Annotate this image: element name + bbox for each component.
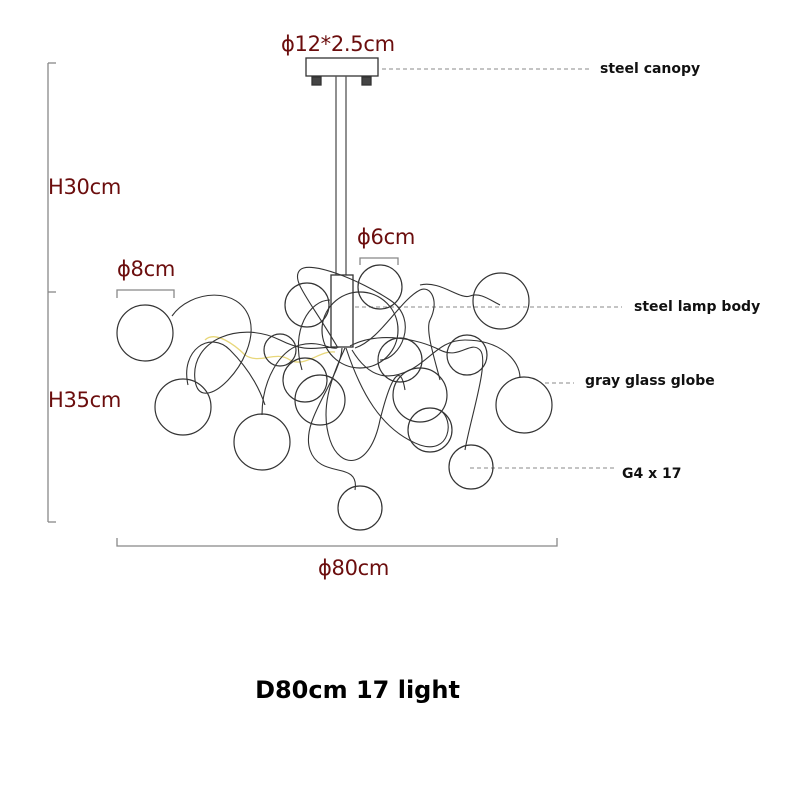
width-dimension-bar xyxy=(116,538,558,547)
globe xyxy=(407,407,453,453)
steel-canopy-label: steel canopy xyxy=(600,61,701,77)
overall-diameter-dimension: ϕ80cm xyxy=(318,556,390,580)
globe xyxy=(282,357,328,403)
globe xyxy=(377,337,423,383)
globe xyxy=(233,413,291,471)
large-globe-dimension: ϕ8cm xyxy=(117,257,176,281)
globe xyxy=(154,378,212,436)
globe xyxy=(472,272,530,330)
globe xyxy=(337,485,383,531)
globe xyxy=(263,333,297,367)
globe-size-brackets xyxy=(116,257,399,298)
bulb-count-label: G4 x 17 xyxy=(622,466,682,482)
small-globe-dimension: ϕ6cm xyxy=(357,225,416,249)
globes xyxy=(116,264,553,531)
globe xyxy=(495,376,553,434)
callout-leaders xyxy=(355,68,622,469)
wire-highlight xyxy=(204,336,336,363)
globe xyxy=(446,334,488,376)
height-dimension-bar xyxy=(47,62,56,523)
globe xyxy=(284,282,330,328)
globe xyxy=(321,291,399,369)
globe xyxy=(294,374,346,426)
steel-lamp-body-label: steel lamp body xyxy=(634,299,761,315)
canopy-dimension: ϕ12*2.5cm xyxy=(281,32,395,56)
canopy xyxy=(305,57,379,86)
globe xyxy=(116,304,174,362)
upper-height-dimension: H30cm xyxy=(48,175,122,199)
lower-height-dimension: H35cm xyxy=(48,388,122,412)
gray-glass-globe-label: gray glass globe xyxy=(585,373,715,389)
globe xyxy=(448,444,494,490)
rod xyxy=(335,76,347,275)
product-caption: D80cm 17 light xyxy=(255,676,460,704)
globe xyxy=(357,264,403,310)
